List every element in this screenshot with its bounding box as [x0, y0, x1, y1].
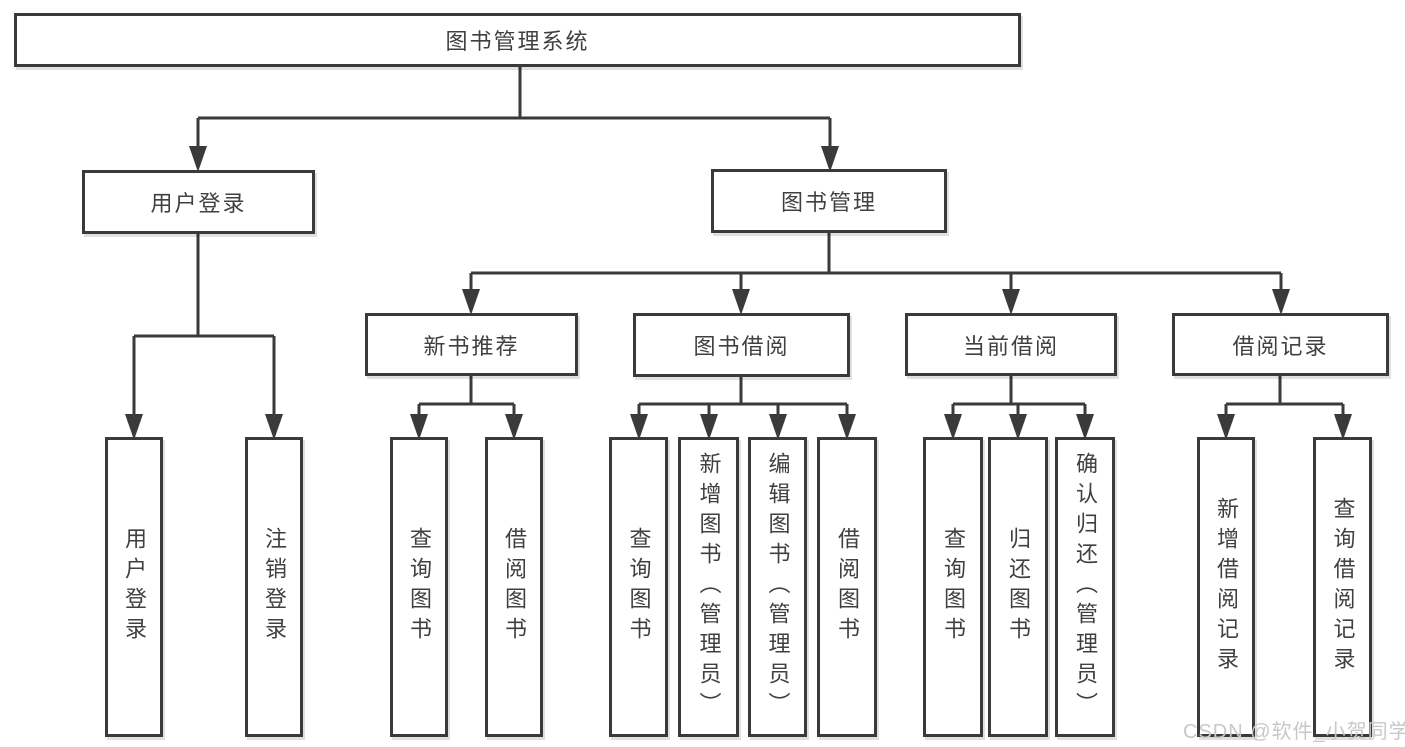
node-library-management-system: 图书管理系统: [14, 13, 1021, 67]
leaf-query-borrow-record-label: 查询借阅记录: [1330, 497, 1356, 677]
leaf-logout-label: 注销登录: [262, 527, 287, 647]
leaf-logout: 注销登录: [245, 437, 303, 737]
leaf-user-login-label: 用户登录: [122, 527, 147, 647]
leaf-add-books-admin: 新增图书（管理员）: [678, 437, 739, 737]
leaf-query-books-current-label: 查询图书: [941, 527, 966, 647]
node-current-borrowing: 当前借阅: [905, 313, 1117, 376]
leaf-borrow-books-borrowing: 借阅图书: [817, 437, 877, 737]
leaf-edit-books-admin-label: 编辑图书（管理员）: [765, 452, 791, 722]
connector-paths: [132, 66, 1345, 418]
leaf-return-books-label: 归还图书: [1006, 527, 1031, 647]
leaf-edit-books-admin: 编辑图书（管理员）: [748, 437, 807, 737]
leaf-confirm-return-admin: 确认归还（管理员）: [1055, 437, 1115, 737]
node-borrowing-records: 借阅记录: [1172, 313, 1389, 376]
leaf-add-borrow-record-label: 新增借阅记录: [1214, 497, 1239, 677]
leaf-user-login: 用户登录: [105, 437, 163, 737]
node-user-login: 用户登录: [82, 170, 315, 234]
node-new-book-recommend: 新书推荐: [365, 313, 578, 376]
node-book-management: 图书管理: [711, 169, 947, 233]
leaf-query-books-current: 查询图书: [923, 437, 983, 737]
leaf-borrow-books-borrowing-label: 借阅图书: [835, 527, 860, 647]
leaf-borrow-books-recommend: 借阅图书: [485, 437, 543, 737]
leaf-add-borrow-record: 新增借阅记录: [1197, 437, 1255, 737]
leaf-query-books-borrowing: 查询图书: [609, 437, 668, 737]
leaf-query-books-borrowing-label: 查询图书: [626, 527, 652, 647]
leaf-query-books-recommend: 查询图书: [390, 437, 448, 737]
leaf-borrow-books-recommend-label: 借阅图书: [502, 527, 527, 647]
leaf-return-books: 归还图书: [988, 437, 1048, 737]
leaf-confirm-return-admin-label: 确认归还（管理员）: [1073, 452, 1098, 722]
leaf-add-books-admin-label: 新增图书（管理员）: [696, 452, 722, 722]
leaf-query-borrow-record: 查询借阅记录: [1313, 437, 1372, 737]
csdn-watermark: CSDN @软件_小贺同学: [1183, 721, 1405, 743]
leaf-query-books-recommend-label: 查询图书: [407, 527, 432, 647]
arrowheads: [125, 146, 1352, 440]
node-book-borrowing: 图书借阅: [633, 313, 850, 377]
